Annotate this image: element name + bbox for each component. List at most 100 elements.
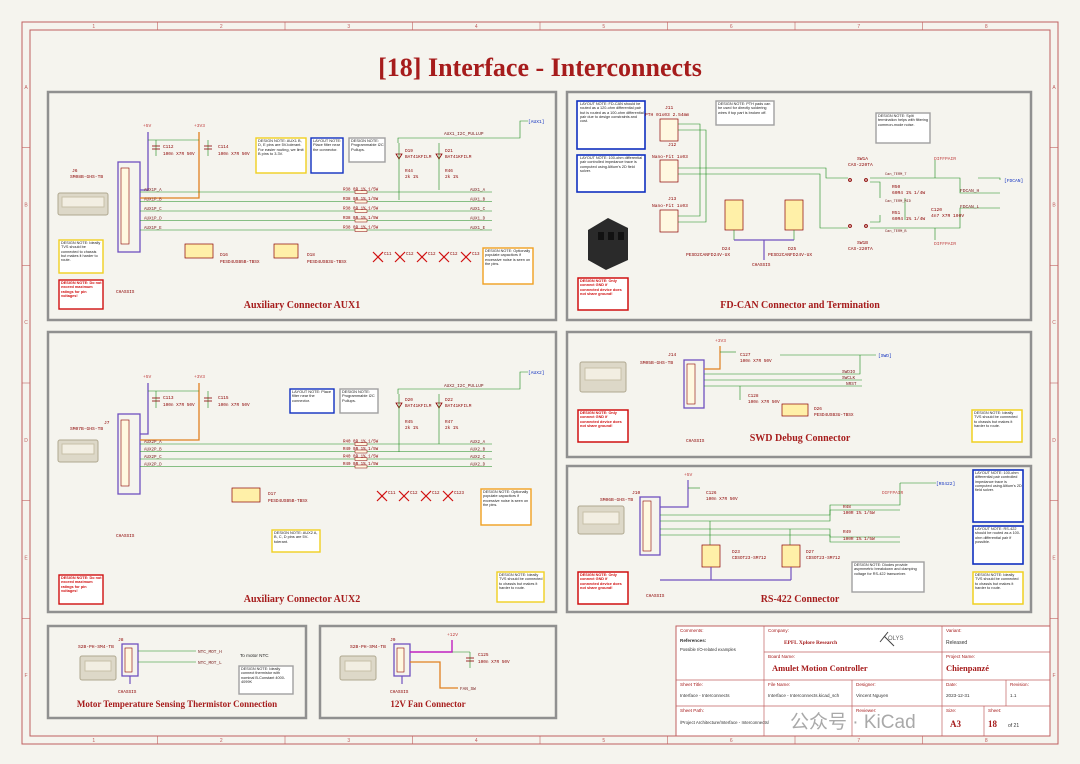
col-tick-top: 8 (985, 24, 988, 30)
ntc-note-text: DESIGN NOTE: Ideally connect thermistor … (241, 667, 286, 685)
fan-connector-photo (339, 655, 377, 681)
page-title: [18] Interface - Interconnects (378, 53, 702, 82)
fdcan-note-layout1: LAYOUT NOTE: FD-CAN should be routed as … (576, 100, 646, 150)
aux1-out-label: AUX1_A (470, 189, 486, 193)
rs422-note-design: DESIGN NOTE: Diodes provide asymmetric b… (851, 561, 925, 593)
ntc-block: Motor Temperature Sensing Thermistor Con… (46, 624, 308, 720)
aux1-pullup-net: AUX1_I2C_PULLUP (444, 132, 484, 137)
aux2-dnp-cap-label: C123 (454, 492, 465, 496)
tb-sheet-title-label: Sheet Title: (680, 682, 703, 687)
rs422-d23-symbol (701, 544, 721, 568)
aux2-frame (46, 330, 558, 614)
aux2-connector-photo (57, 439, 99, 463)
aux2-c2-value: 100n X7R 50V (218, 403, 250, 408)
swd-c128-value: 100n X7R 50V (748, 400, 780, 405)
aux1-dnp-mark (438, 251, 450, 263)
aux1-pin-label: AUX1P_C (144, 208, 162, 212)
aux2-d1-value: BAT41KFILM (405, 404, 432, 409)
aux2-out-label: AUX2_D (470, 464, 486, 468)
aux1-note-pullup-text: DESIGN NOTE: Programmable I2C Pullups. (351, 139, 384, 152)
rs422-d23: D23 (732, 550, 740, 555)
fdcan-connector-photo (588, 218, 628, 270)
aux2-note-tvs: DESIGN NOTE: Ideally TVS should be conne… (496, 571, 545, 603)
fdcan-d25: D25 (788, 246, 797, 252)
rs422-conn-symbol (639, 496, 661, 556)
fan-frame (318, 624, 558, 720)
col-tick-bottom: 1 (92, 738, 95, 744)
fdcan-sw1-value: CAS-220TA (848, 162, 873, 168)
aux2-out-label: AUX2_A (470, 441, 486, 445)
swd-net-2: NRST (846, 382, 857, 387)
rs422-note-tvs: DESIGN NOTE: Ideally TVS should be conne… (972, 571, 1024, 605)
col-tick-top: 1 (92, 24, 95, 30)
aux1-d2-value: BAT41KFILM (445, 155, 472, 160)
aux1-conn-value: SM08B-GHS-TB (70, 174, 103, 180)
aux1-series-resistor (354, 209, 368, 213)
aux1-dnp-cap-label: C12 (406, 253, 414, 257)
swd-block: SWD Debug Connector J14 SM05B-GHS-TB +3V… (565, 330, 1033, 459)
aux1-c2: C114 (218, 145, 229, 150)
fdcan-net-h: FDCAN_H (960, 188, 980, 194)
tb-revision-label: Revision: (1010, 682, 1029, 687)
aux2-out-label: AUX2_B (470, 449, 486, 453)
aux2-note-pullup-text: DESIGN NOTE: Programmable I2C Pullups. (342, 390, 375, 403)
row-tick-right: E (1052, 556, 1056, 562)
aux1-series-r-label: R38 0R 1% 1/5W (343, 226, 379, 231)
aux2-pullup-net: AUX2_I2C_PULLUP (444, 384, 484, 389)
aux1-note-caps: DESIGN NOTE: Optionally populate capacit… (482, 247, 534, 285)
aux2-series-r-label: R40 0R 1% 1/5W (343, 455, 379, 460)
tb-size: A3 (950, 719, 961, 729)
fdcan-sw2-value: CAS-220TA (848, 246, 873, 252)
fan-block: 12V Fan Connector J9 S2B-PH-SM4-TB +12V … (318, 624, 558, 720)
fdcan-j11-value: PTH 01x03 2.54mm (645, 112, 689, 118)
rs422-note-gnd: DESIGN NOTE: Only connect GND if connect… (577, 571, 629, 605)
ntc-net2: NTC_MOT_L (198, 661, 222, 666)
aux2-r2: R47 (445, 420, 453, 425)
aux1-out-label: AUX1_E (470, 227, 486, 231)
rs422-d27-value: CDSOT23-SM712 (806, 556, 841, 561)
ntc-net1: NTC_MOT_H (198, 650, 222, 655)
swd-c127: C127 (740, 353, 751, 358)
tb-designer-label: Designer: (856, 682, 876, 687)
tb-date: 2023-12-31 (946, 693, 970, 698)
title-block-frame (675, 625, 1051, 737)
fdcan-bus: [FDCAN] (1004, 178, 1023, 184)
ntc-frame (46, 624, 308, 720)
aux2-dnp-cap-label: C12 (410, 492, 418, 496)
ntc-j: J8 (118, 637, 124, 643)
aux1-note-pullup: DESIGN NOTE: Programmable I2C Pullups. (348, 137, 386, 163)
col-tick-top: 6 (730, 24, 733, 30)
aux1-frame (46, 90, 558, 322)
aux1-bus-label: [AUX1] (528, 119, 545, 125)
fdcan-j13-value: Nano-Fit 1x03 (652, 203, 688, 209)
aux1-dnp-mark (460, 251, 472, 263)
tb-variant: Released (946, 640, 967, 646)
rs422-note-gnd-text: DESIGN NOTE: Only connect GND if connect… (580, 573, 622, 591)
tb-project: Chienpanzé (946, 663, 989, 673)
aux1-note-caps-text: DESIGN NOTE: Optionally populate capacit… (485, 249, 531, 267)
fan-net: FAN_SW (460, 687, 476, 692)
col-tick-bottom: 2 (220, 738, 223, 744)
aux2-series-r-label: R40 0R 1% 1/5W (343, 440, 379, 445)
rs422-chassis: CHASSIS (646, 594, 665, 599)
swd-d26-value: PESD4USB3U-TBSX (814, 413, 854, 418)
rs422-title: RS-422 Connector (761, 594, 840, 605)
fdcan-j12-symbol (659, 159, 679, 183)
rs422-r48-value: 100R 1% 1/5W (843, 511, 875, 516)
row-tick-left: C (24, 320, 28, 326)
fan-c125: C125 (478, 653, 489, 658)
aux1-dnp-cap-label: C12 (428, 253, 436, 257)
rs422-bus: [RS422] (936, 481, 955, 487)
aux1-conn-ref: J6 (72, 168, 78, 174)
aux1-dnp-mark (416, 251, 428, 263)
aux1-connector-photo (57, 192, 109, 216)
aux1-r2: R46 (445, 169, 453, 174)
col-tick-top: 7 (857, 24, 860, 30)
fdcan-j13-symbol (659, 209, 679, 233)
tb-path: /Project Architecture/Interface - Interc… (680, 720, 770, 725)
swd-note-gnd: DESIGN NOTE: Only connect GND if connect… (577, 409, 629, 443)
aux1-pin-label: AUX1P_A (144, 189, 162, 193)
fdcan-title: FD-CAN Connector and Termination (720, 300, 880, 311)
